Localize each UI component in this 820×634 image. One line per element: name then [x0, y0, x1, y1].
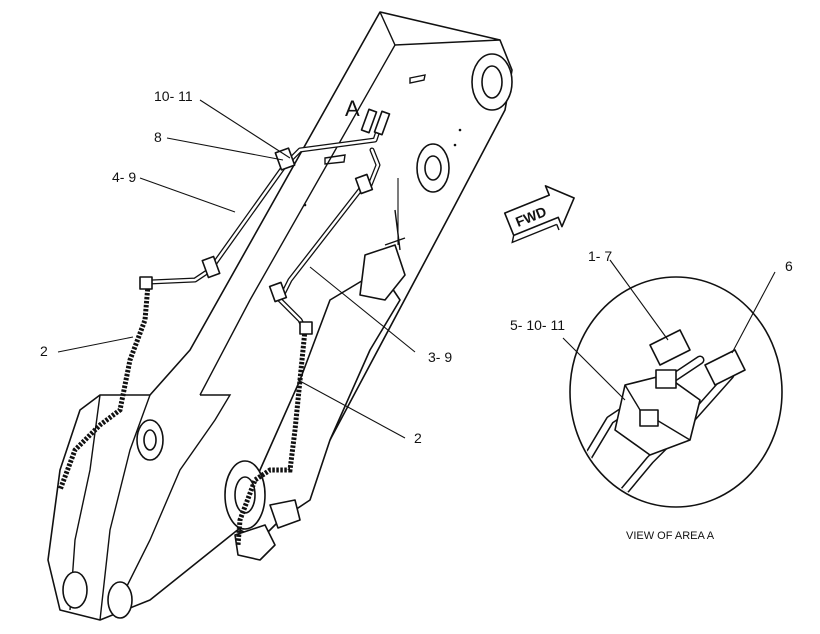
- callout-5-10-11: 5- 10- 11: [510, 317, 565, 333]
- callout-a: A: [345, 96, 360, 121]
- callout-2-left: 2: [40, 343, 48, 359]
- detail-view-area-a: 1- 7 6 5- 10- 11 VIEW OF AREA A: [510, 248, 793, 542]
- tube-lines: [147, 108, 391, 333]
- hose-lines: [57, 276, 313, 546]
- boom-assembly: [47, 11, 513, 621]
- fwd-direction-arrow-icon: FWD: [503, 185, 575, 244]
- callout-10-11: 10- 11: [154, 88, 193, 104]
- callout-1-7: 1- 7: [588, 248, 612, 264]
- callout-4-9: 4- 9: [112, 169, 136, 185]
- callout-8: 8: [154, 129, 162, 145]
- callout-2-right: 2: [414, 430, 422, 446]
- callout-6: 6: [785, 258, 793, 274]
- callout-3-9: 3- 9: [428, 349, 452, 365]
- detail-view-caption: VIEW OF AREA A: [626, 530, 715, 542]
- leader-lines: [57, 99, 416, 439]
